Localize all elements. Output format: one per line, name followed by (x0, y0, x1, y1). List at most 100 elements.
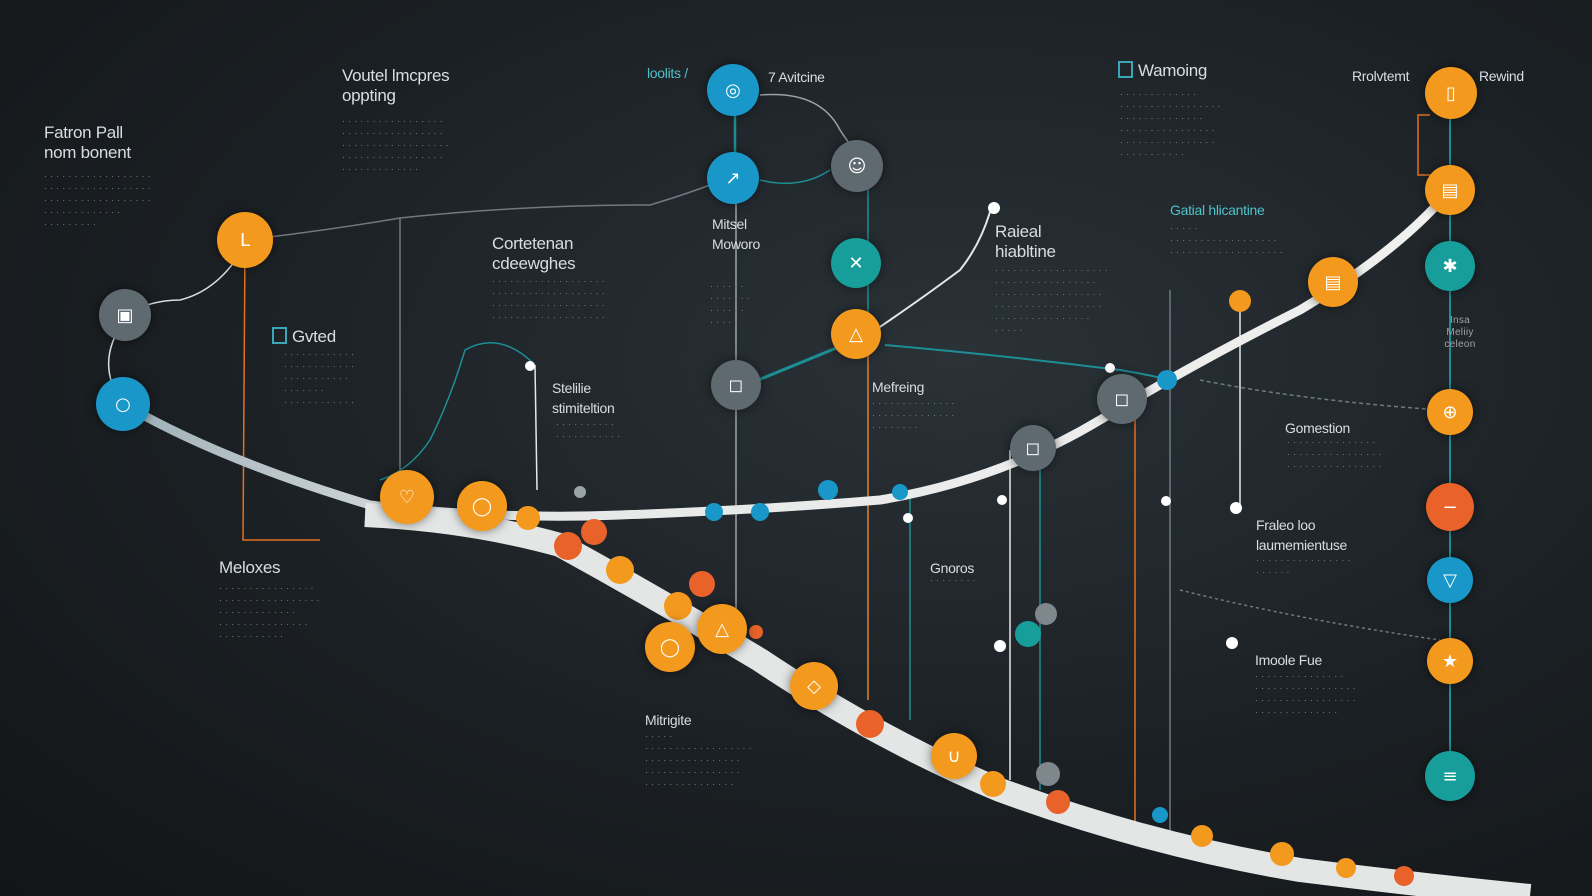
path-bead (856, 710, 884, 738)
code-icon[interactable]: ⊕ (1427, 389, 1473, 435)
connector-line (534, 364, 538, 491)
path-bead (1035, 603, 1057, 625)
label-mitrigite: Mitrigite (645, 712, 692, 728)
star-icon[interactable]: ★ (1427, 638, 1473, 684)
path-bead (1336, 858, 1356, 878)
label-loolits: loolits / (647, 65, 688, 81)
path-bead (988, 202, 1000, 214)
paragraph-fraleolo: · · · · · · · · · · · · · · · · · · · · … (1256, 555, 1351, 577)
path-bead (525, 361, 535, 371)
bullet-square-icon (1118, 61, 1133, 78)
text-icon[interactable]: ≡ (1425, 751, 1475, 801)
label-voutel: Voutel lmcpres oppting (342, 66, 450, 105)
label-gomestion: Gomestion (1285, 420, 1350, 436)
path-bead (980, 771, 1006, 797)
label-rrolvtemt: Rrolvtemt (1352, 68, 1410, 84)
label-gvted: Gvted (272, 327, 336, 347)
label-stelilie: Stelilie stimiteltion (552, 380, 615, 416)
label-wamoing: Wamoing (1118, 61, 1207, 81)
label-raieal: Raieal hiabltine (995, 222, 1056, 261)
target-icon[interactable]: ◎ (707, 64, 759, 116)
connector-lines (108, 93, 1451, 850)
people-icon[interactable]: ☺ (831, 140, 883, 192)
paragraph-wamoing: · · · · · · · · · · · · · · · · · · · · … (1120, 89, 1221, 159)
path-bead (1157, 370, 1177, 390)
label-rewind: Rewind (1479, 68, 1524, 84)
path-bead (606, 556, 634, 584)
label-fatron-pall: Fatron Pall nom bonent (44, 123, 131, 162)
connector-line (1417, 114, 1435, 176)
chart-icon[interactable]: ▤ (1308, 257, 1358, 307)
path-bead (1036, 762, 1060, 786)
drop-icon[interactable]: ◇ (790, 662, 838, 710)
arrow-icon[interactable]: ↗ (707, 152, 759, 204)
path-bead (581, 519, 607, 545)
path-bead (689, 571, 715, 597)
path-bead (1105, 363, 1115, 373)
path-bead (997, 495, 1007, 505)
triangle-icon[interactable]: △ (697, 604, 747, 654)
triangle-icon[interactable]: △ (831, 309, 881, 359)
label-gnoros: Gnoros (930, 560, 975, 576)
cup-icon[interactable]: ∪ (931, 733, 977, 779)
path-bead (994, 640, 1006, 652)
circle-icon[interactable]: ○ (96, 377, 150, 431)
path-bead (705, 503, 723, 521)
path-bead (1015, 621, 1041, 647)
box-icon[interactable]: ◻ (711, 360, 761, 410)
chart-icon[interactable]: ▤ (1425, 165, 1475, 215)
paragraph-mefreing: · · · · · · · · · · · · · · · · · · · · … (872, 398, 955, 432)
label-mefreing: Mefreing (872, 379, 925, 395)
paragraph-fatron: · · · · · · · · · · · · · · · · · · · · … (44, 171, 151, 229)
chat-icon[interactable]: ◯ (457, 481, 507, 531)
path-bead (749, 625, 763, 639)
minus-icon[interactable]: − (1426, 483, 1474, 531)
bullet-square-icon (272, 327, 287, 344)
path-bead (1152, 807, 1168, 823)
main-track (120, 185, 1532, 896)
path-bead (1230, 502, 1242, 514)
path-bead (892, 484, 908, 500)
connector-line (759, 169, 831, 185)
cube-icon[interactable]: ▣ (99, 289, 151, 341)
path-bead (554, 532, 582, 560)
connector-line (242, 244, 320, 541)
label-cortetenan: Cortetenan cdeewghes (492, 234, 576, 273)
path-bead (1161, 496, 1171, 506)
label-gvted-text: Gvted (292, 327, 336, 346)
path-bead (1191, 825, 1213, 847)
path-bead (1229, 290, 1251, 312)
letter-l-icon[interactable]: L (217, 212, 273, 268)
connector-line (884, 344, 1171, 381)
label-imoole: Imoole Fue (1255, 652, 1323, 668)
paragraph-voutel: · · · · · · · · · · · · · · · · · · · · … (342, 116, 449, 174)
network-icon[interactable]: ✱ (1425, 241, 1475, 291)
paragraph-gomestion: · · · · · · · · · · · · · · · · · · · · … (1287, 437, 1382, 471)
box-icon[interactable]: ◻ (1010, 425, 1056, 471)
path-bead (818, 480, 838, 500)
connector-line (1179, 589, 1441, 641)
label-wamoing-text: Wamoing (1138, 61, 1208, 80)
path-bead (574, 486, 586, 498)
path-bead (664, 592, 692, 620)
path-bead (1226, 637, 1238, 649)
path-bead (751, 503, 769, 521)
connector-line (1199, 379, 1441, 411)
document-icon[interactable]: ▯ (1425, 67, 1477, 119)
path-bead (903, 513, 913, 523)
connector-line (379, 342, 536, 481)
chat-icon[interactable]: ◯ (645, 622, 695, 672)
track-lower (364, 503, 1532, 896)
paragraph-gnoros: · · · · · · · · (930, 575, 976, 585)
label-fraleolo: Fraleo loo laumemientuse (1256, 517, 1348, 553)
cross-icon[interactable]: ✕ (831, 238, 881, 288)
paragraph-mitrigite: · · · · · · · · · · · · · · · · · · · · … (645, 731, 752, 789)
filter-icon[interactable]: ▽ (1427, 557, 1473, 603)
box-icon[interactable]: ◻ (1097, 374, 1147, 424)
heart-icon[interactable]: ♡ (380, 470, 434, 524)
path-bead (1046, 790, 1070, 814)
connector-line (244, 174, 736, 241)
paragraph-meloxes: · · · · · · · · · · · · · · · · · · · · … (219, 583, 320, 641)
paragraph-gvted: · · · · · · · · · · · · · · · · · · · · … (284, 349, 355, 407)
